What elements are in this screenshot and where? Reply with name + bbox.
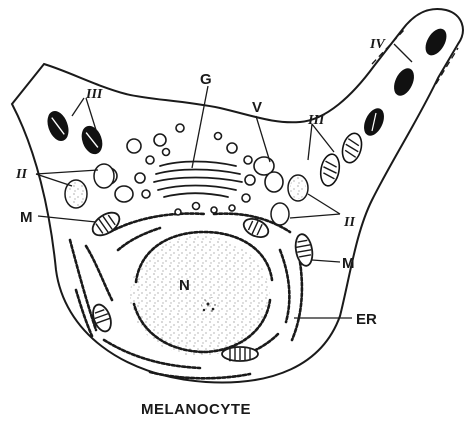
stage-ii-right-label: II [343, 215, 355, 230]
mitochondria-left-label: M [20, 209, 33, 226]
golgi-label: G [200, 71, 212, 88]
mitochondrion [222, 347, 258, 361]
vesicle-label: V [252, 99, 262, 116]
mitochondria-right-label: M [342, 255, 355, 272]
nucleus-label: N [179, 277, 190, 294]
stage-ii-left-label: II [15, 167, 27, 182]
stage-iii-right-label: III [307, 113, 325, 128]
stage-iii-left-label: III [85, 87, 103, 102]
diagram-caption: MELANOCYTE [141, 401, 251, 418]
stage-iv-label: IV [369, 37, 386, 52]
er-label: ER [356, 311, 377, 328]
